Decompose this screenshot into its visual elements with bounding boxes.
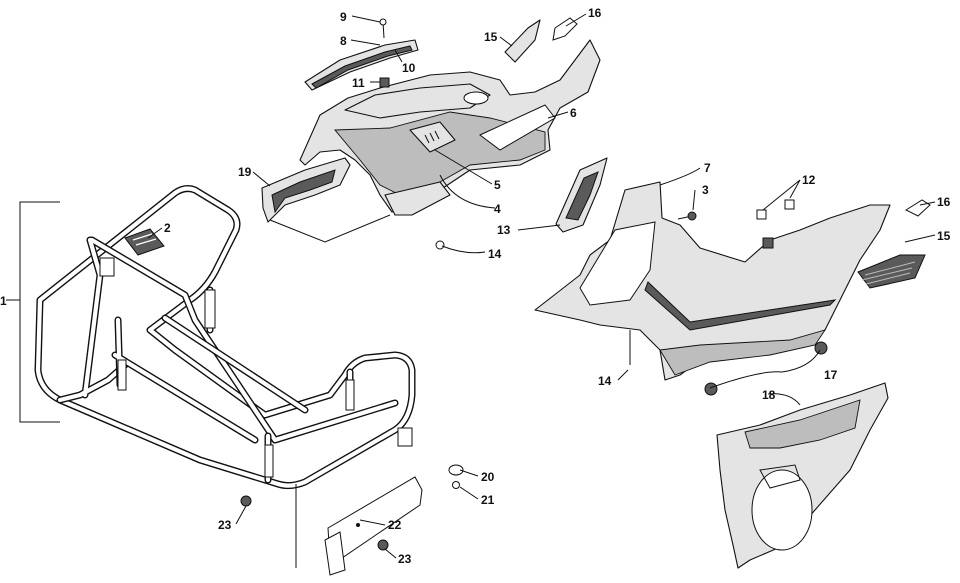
bolt-left [240, 495, 252, 507]
callout-16-top: 16 [588, 6, 602, 20]
callout-20: 20 [481, 470, 495, 484]
splash-panel [716, 382, 889, 569]
nut [452, 481, 460, 489]
callout-5: 5 [494, 178, 501, 192]
clip [379, 77, 390, 88]
clips-12 [756, 199, 795, 220]
callout-15-top: 15 [484, 30, 498, 44]
bolt-bracket [377, 539, 389, 551]
callout-15-right: 15 [937, 229, 951, 243]
callout-19: 19 [238, 165, 252, 179]
decal-plate [124, 228, 165, 256]
vent-grille-right [857, 254, 926, 289]
callout-8: 8 [340, 34, 347, 48]
screw-3 [677, 211, 697, 221]
callout-22: 22 [388, 518, 402, 532]
side-panel [261, 157, 351, 223]
callout-21: 21 [481, 493, 495, 507]
vent-cover-top [504, 19, 541, 63]
callout-7: 7 [704, 161, 711, 175]
callout-14-left: 14 [488, 247, 502, 261]
callout-9: 9 [340, 10, 347, 24]
callout-12: 12 [802, 173, 816, 187]
callout-10: 10 [402, 61, 416, 75]
assembly-line [269, 214, 391, 243]
callout-11: 11 [352, 76, 365, 90]
grip-handle [304, 39, 419, 91]
mount-bracket [324, 476, 423, 576]
reflector-light [555, 157, 608, 233]
callout-14-right: 14 [598, 374, 612, 388]
callout-13: 13 [497, 223, 511, 237]
callout-18: 18 [762, 388, 776, 402]
screw-top [379, 18, 387, 39]
washer [448, 464, 464, 476]
front-rack [34, 185, 416, 490]
leader-lines [6, 13, 936, 568]
callout-labels: 1 2 3 4 5 6 7 8 9 10 11 12 13 14 14 15 1… [0, 6, 951, 566]
grommet-left [704, 382, 718, 396]
badge-right [904, 199, 931, 217]
front-fender-upper [299, 39, 601, 216]
callout-23-right: 23 [398, 552, 412, 566]
callout-2: 2 [164, 221, 171, 235]
screw-14-left [435, 240, 445, 250]
callout-23-left: 23 [218, 518, 232, 532]
front-fender-right [534, 181, 891, 381]
callout-4: 4 [494, 202, 501, 216]
callout-16-right: 16 [937, 195, 951, 209]
callout-6: 6 [570, 106, 577, 120]
grommet-right [814, 341, 828, 355]
callout-3: 3 [702, 183, 709, 197]
callout-1: 1 [0, 294, 7, 308]
callout-17: 17 [824, 368, 838, 382]
